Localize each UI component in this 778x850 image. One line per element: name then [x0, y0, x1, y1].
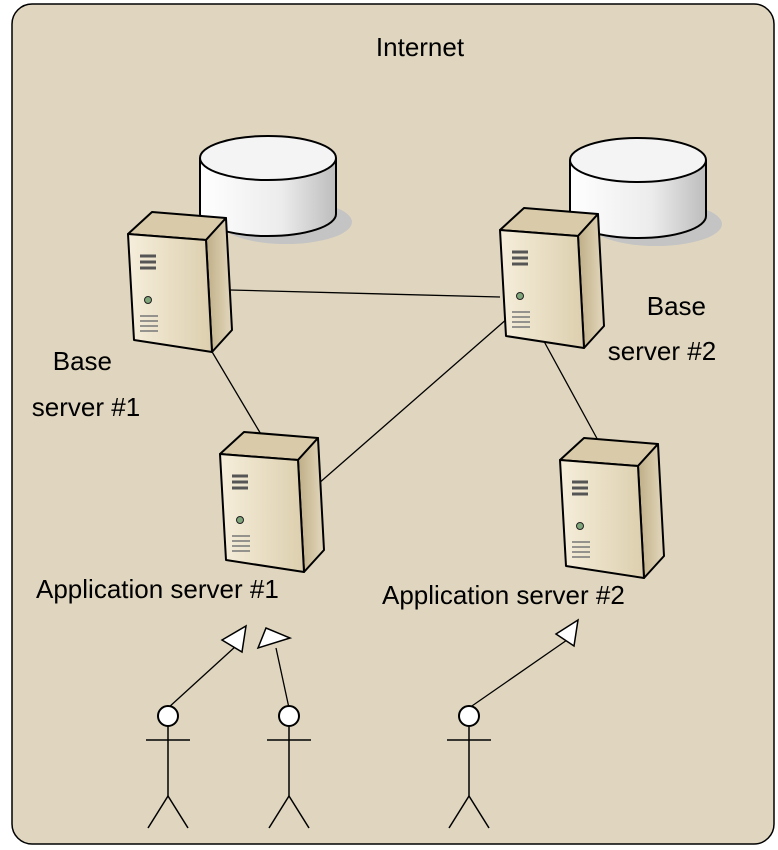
label-base-server-1: Base server #1 [32, 346, 140, 422]
connection-base1-app1 [207, 344, 263, 437]
server-icon-app1 [218, 430, 326, 574]
server-icon-base1 [126, 210, 234, 354]
server-icon-app2 [558, 436, 666, 580]
label-application-server-1: Application server #1 [36, 574, 279, 604]
label-application-server-2: Application server #2 [382, 580, 625, 610]
arrowhead-user1 [220, 624, 247, 654]
link-user2-app1 [275, 647, 290, 709]
connection-lines [207, 289, 601, 485]
connection-base2-app2 [539, 333, 601, 445]
link-user3-app2 [468, 639, 568, 709]
link-user1-app1 [167, 645, 237, 709]
label-base-server-2: Base server #2 [608, 291, 716, 366]
server-icon-base2 [498, 206, 606, 350]
connection-base2-app1 [317, 317, 509, 485]
internet-title: Internet [376, 32, 465, 62]
connection-base1-base2 [229, 289, 501, 298]
internet-frame [11, 3, 775, 845]
user-links [167, 639, 568, 709]
arrowhead-user3 [554, 618, 579, 648]
arrowhead-user2 [256, 627, 293, 650]
